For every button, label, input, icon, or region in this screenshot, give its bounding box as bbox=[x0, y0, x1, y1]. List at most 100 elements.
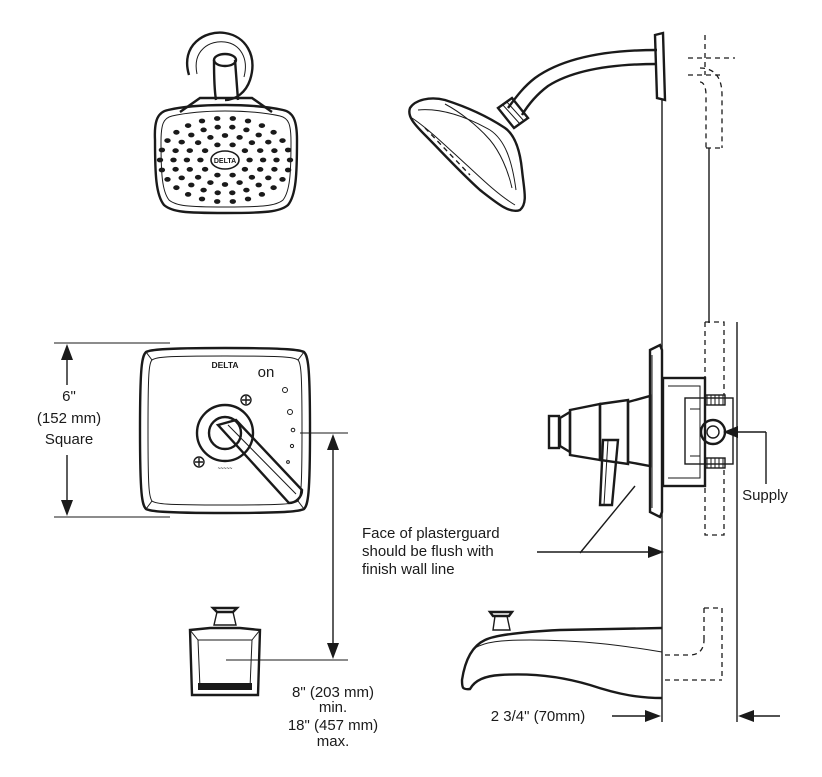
nozzle-dot bbox=[270, 129, 277, 135]
nozzle-dot bbox=[284, 167, 292, 173]
valve-size-metric: (152 mm) bbox=[37, 410, 101, 427]
nozzle-dot bbox=[158, 167, 166, 173]
valve-trim-front-view: DELTA on ~~~~~ bbox=[138, 346, 312, 515]
nozzle-dot bbox=[273, 157, 280, 163]
nozzle-dot bbox=[248, 140, 256, 146]
nozzle-dot bbox=[265, 175, 272, 181]
spout-max-label: max. bbox=[317, 733, 350, 750]
nozzle-dot bbox=[221, 182, 229, 187]
supply-callout: Supply bbox=[723, 426, 788, 504]
spout-height-dimension: 8" (203 mm) min. 18" (457 mm) max. bbox=[226, 432, 378, 750]
nozzle-dot bbox=[183, 157, 191, 163]
nozzle-dot bbox=[207, 135, 214, 140]
valve-brand-logo: DELTA bbox=[211, 360, 238, 370]
supply-label: Supply bbox=[742, 487, 788, 504]
nozzle-dot bbox=[229, 142, 236, 148]
plasterguard-note-line1: Face of plasterguard bbox=[362, 525, 500, 542]
nozzle-dot bbox=[221, 133, 229, 138]
nozzle-dot bbox=[258, 123, 266, 128]
nozzle-dot bbox=[214, 199, 221, 204]
nozzle-dot bbox=[265, 139, 272, 145]
nozzle-dot bbox=[172, 166, 179, 172]
nozzle-dots bbox=[156, 116, 294, 204]
nozzle-dot bbox=[201, 148, 209, 154]
valve-side-view bbox=[547, 343, 734, 519]
nozzle-dot bbox=[200, 127, 207, 133]
nozzle-dot bbox=[244, 118, 252, 124]
nozzle-dot bbox=[279, 177, 286, 182]
nozzle-dot bbox=[257, 167, 264, 172]
nozzle-dot bbox=[173, 129, 180, 135]
tub-spout-side-view bbox=[460, 610, 663, 700]
nozzle-dot bbox=[255, 182, 262, 188]
nozzle-dot bbox=[164, 138, 171, 144]
nozzle-dot bbox=[194, 174, 202, 180]
nozzle-dot bbox=[170, 157, 177, 163]
nozzle-dot bbox=[184, 192, 192, 197]
nozzle-dot bbox=[271, 148, 278, 154]
nozzle-dot bbox=[257, 148, 264, 154]
nozzle-dot bbox=[270, 185, 277, 191]
valve-on-indicator: on bbox=[258, 364, 275, 381]
nozzle-dot bbox=[248, 174, 256, 180]
nozzle-dot bbox=[164, 177, 171, 182]
nozzle-dot bbox=[198, 118, 206, 124]
nozzle-dot bbox=[214, 172, 221, 178]
nozzle-dot bbox=[229, 172, 236, 178]
nozzle-dot bbox=[214, 116, 221, 121]
svg-text:~~~~~: ~~~~~ bbox=[218, 466, 233, 472]
nozzle-dot bbox=[207, 180, 214, 186]
nozzle-dot bbox=[214, 124, 221, 130]
plasterguard-note-line2: should be flush with bbox=[362, 543, 494, 560]
nozzle-dot bbox=[214, 190, 221, 196]
nozzle-dot bbox=[229, 116, 236, 121]
shower-head-brand-logo: DELTA bbox=[214, 158, 236, 165]
plasterguard-note: Face of plasterguard should be flush wit… bbox=[362, 485, 664, 578]
nozzle-dot bbox=[200, 187, 207, 193]
nozzle-dot bbox=[197, 157, 204, 163]
spout-min-label: min. bbox=[319, 699, 347, 716]
valve-size-dimension: 6" (152 mm) Square bbox=[37, 342, 170, 518]
valve-shape-label: Square bbox=[45, 431, 93, 448]
nozzle-dot bbox=[279, 138, 286, 144]
spout-depth-dimension: 2 3/4" (70mm) bbox=[491, 708, 780, 725]
nozzle-dot bbox=[188, 182, 195, 188]
shower-head-front-view: DELTA bbox=[153, 31, 299, 215]
nozzle-dot bbox=[201, 166, 209, 172]
nozzle-dot bbox=[284, 147, 292, 153]
nozzle-dot bbox=[271, 166, 278, 172]
tub-spout-front-view bbox=[188, 606, 262, 697]
shower-head-side-view bbox=[408, 31, 667, 213]
nozzle-dot bbox=[214, 142, 221, 148]
nozzle-dot bbox=[236, 135, 243, 140]
nozzle-dot bbox=[178, 175, 185, 181]
nozzle-dot bbox=[229, 124, 236, 130]
nozzle-dot bbox=[243, 187, 250, 193]
nozzle-dot bbox=[184, 123, 192, 128]
nozzle-dot bbox=[198, 196, 206, 202]
spout-max-height: 18" (457 mm) bbox=[288, 717, 378, 734]
spout-depth-label: 2 3/4" (70mm) bbox=[491, 708, 586, 725]
nozzle-dot bbox=[158, 147, 166, 153]
nozzle-dot bbox=[258, 192, 266, 197]
nozzle-dot bbox=[173, 185, 180, 191]
nozzle-dot bbox=[243, 127, 250, 133]
nozzle-dot bbox=[246, 157, 253, 163]
nozzle-dot bbox=[156, 157, 164, 163]
nozzle-dot bbox=[186, 148, 193, 154]
nozzle-dot bbox=[178, 139, 185, 145]
nozzle-dot bbox=[241, 166, 249, 172]
nozzle-dot bbox=[236, 180, 243, 186]
nozzle-dot bbox=[286, 157, 294, 163]
nozzle-dot bbox=[188, 132, 195, 138]
nozzle-dot bbox=[194, 140, 202, 146]
hidden-shower-supply-pipe bbox=[688, 35, 735, 149]
nozzle-dot bbox=[172, 148, 179, 154]
nozzle-dot bbox=[244, 196, 252, 202]
nozzle-dot bbox=[255, 132, 262, 138]
nozzle-dot bbox=[229, 199, 236, 204]
hidden-tub-supply bbox=[665, 607, 723, 681]
spout-min-height: 8" (203 mm) bbox=[292, 684, 374, 701]
nozzle-dot bbox=[241, 148, 249, 154]
